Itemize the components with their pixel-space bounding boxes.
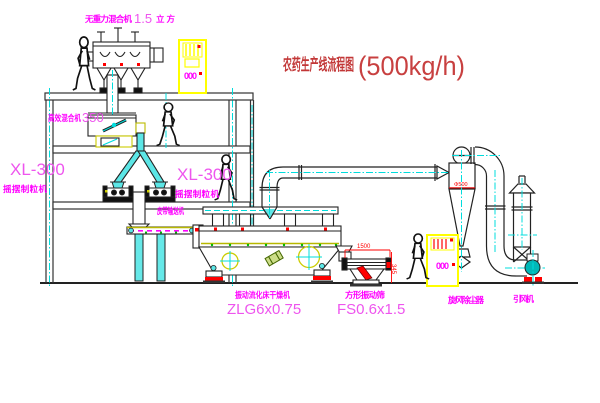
cabinet2-display: 000 (436, 261, 449, 271)
gravity-free-mixer (86, 27, 164, 94)
label-granulator-right-name: 摇摆制粒机 (175, 189, 219, 199)
label-conveyor: 皮带输送机 (156, 206, 184, 216)
high-efficiency-mixer (87, 112, 146, 152)
labels: 无重力混合机 1.5 立方 农药生产线流程图 (500kg/h) 高效混合机 3… (3, 11, 534, 318)
label-screen-name: 方形振动筛 (345, 290, 385, 300)
label-top-mixer-size: 1.5 (134, 11, 152, 26)
label-top-mixer-unit: 立方 (156, 14, 175, 24)
dryer-support-right (311, 262, 333, 283)
dim-cyclone: Φ500 (454, 182, 468, 188)
exhaust-pipe (452, 146, 545, 277)
granulator-left-machine (102, 181, 134, 203)
cabinet1-display: 000 (184, 71, 197, 81)
person-ground (405, 233, 430, 280)
title-text: 农药生产线流程图 (282, 55, 354, 74)
dryer-support-left (203, 264, 225, 283)
screen-dimensions (344, 249, 392, 283)
granulator-right-machine (144, 181, 176, 203)
dryer-crosshair-1 (220, 251, 240, 271)
fluid-bed-dryer (198, 206, 353, 283)
cyclone-separator (448, 146, 476, 272)
title-capacity: (500kg/h) (358, 51, 465, 81)
dim-screen-length: 1500 (357, 244, 371, 250)
vibration-motor (264, 249, 284, 267)
dryer-crosshair-2 (296, 244, 322, 270)
person-floor2 (155, 102, 181, 147)
y-chute (112, 150, 165, 183)
person-roof (72, 36, 97, 91)
exhaust-stack (508, 175, 537, 263)
control-cabinet-bottom: 000 (426, 234, 459, 287)
dryer-green-dots (210, 243, 338, 247)
label-mixer2-name: 高效混合机 (48, 113, 81, 123)
label-screen-model: FS0.6x1.5 (337, 301, 405, 318)
vibrating-screen (338, 249, 392, 287)
label-granulator-left-name: 摇摆制粒机 (3, 184, 47, 194)
label-dryer-model: ZLG6x0.75 (227, 301, 301, 318)
duct-to-cyclone (259, 164, 451, 220)
induced-draft-fan (522, 250, 544, 287)
label-top-mixer-name: 无重力混合机 (84, 14, 132, 24)
dryer-stubs (211, 213, 335, 227)
label-mixer2-size: 350 (82, 110, 104, 125)
label-dryer-name: 振动流化床干燥机 (235, 290, 290, 300)
mixer-drop-pipe (106, 70, 119, 115)
label-cyclone: 旋风除尘器 (447, 295, 484, 305)
label-fan: 引风机 (513, 294, 534, 304)
label-granulator-left-model: XL-300 (10, 160, 65, 179)
belt-conveyor (126, 224, 204, 282)
dryer-red-dots (214, 227, 327, 231)
control-cabinet-top: 000 (178, 39, 207, 94)
dim-screen-height: 345 (390, 264, 396, 275)
label-granulator-right-model: XL-300 (177, 165, 232, 184)
